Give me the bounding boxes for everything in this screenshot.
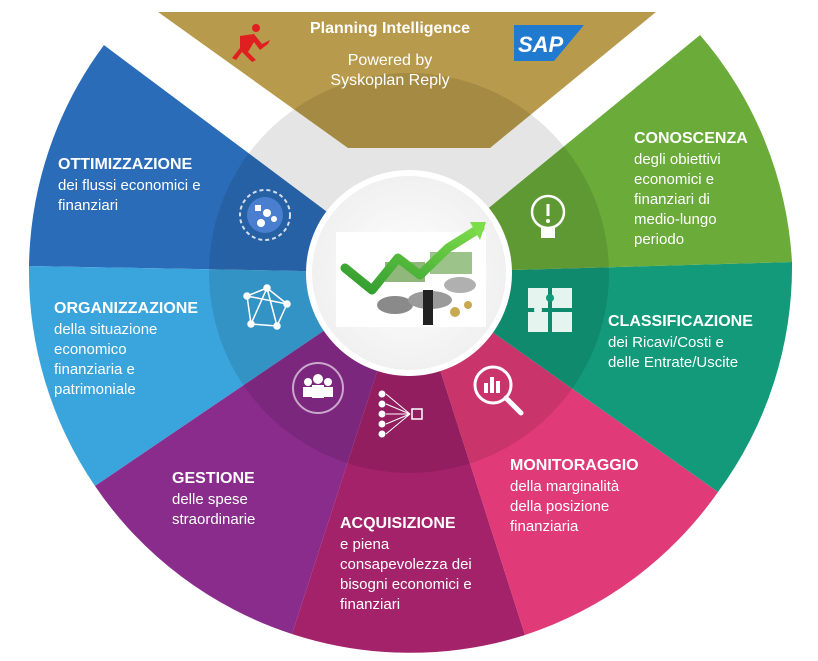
segment-title: MONITORAGGIO	[510, 457, 639, 474]
segment-title: CONOSCENZA	[634, 130, 748, 147]
segment-acquisizione	[292, 273, 525, 653]
header-title: Planning Intelligence	[309, 20, 471, 37]
segment-text-acquisizione: ACQUISIZIONE e piena consapevolezza dei …	[340, 513, 510, 615]
segment-title: CLASSIFICAZIONE	[608, 313, 753, 330]
segment-gestione	[95, 273, 409, 634]
segment-conoscenza	[409, 35, 792, 273]
segment-desc: della situazione economico finanziaria e…	[54, 321, 158, 398]
segment-text-conoscenza: CONOSCENZA degli obiettivi economici e f…	[634, 128, 784, 250]
segment-text-gestione: GESTIONE delle spese straordinarie	[172, 468, 312, 530]
segment-text-monitoraggio: MONITORAGGIO della marginalità della pos…	[510, 455, 680, 537]
segment-text-ottimizzazione: OTTIMIZZAZIONE dei flussi economici e fi…	[58, 154, 268, 216]
flow-icon	[239, 189, 291, 241]
puzzle-icon	[528, 288, 572, 332]
header-subtitle-line1: Powered by	[347, 52, 433, 69]
segment-desc: delle spese straordinarie	[172, 491, 256, 528]
magnifier-chart-icon	[473, 365, 524, 416]
svg-text:SAP: SAP	[518, 32, 564, 57]
wheel	[28, 0, 793, 653]
segment-text-classificazione: CLASSIFICAZIONE dei Ricavi/Costi e delle…	[608, 311, 788, 373]
segment-desc: degli obiettivi economici e finanziari d…	[634, 151, 721, 248]
runner-icon	[232, 24, 270, 62]
lightbulb-icon	[530, 194, 566, 238]
segment-desc: e piena consapevolezza dei bisogni econo…	[340, 536, 472, 613]
segment-title: ORGANIZZAZIONE	[54, 300, 198, 317]
segment-desc: della marginalità della posizione finanz…	[510, 478, 620, 535]
network-icon	[243, 284, 291, 330]
segment-organizzazione	[28, 266, 409, 486]
segment-classificazione	[409, 262, 793, 492]
segment-ottimizzazione	[29, 45, 409, 273]
segment-desc: dei flussi economici e finanziari	[58, 177, 201, 214]
segment-text-organizzazione: ORGANIZZAZIONE della situazione economic…	[54, 298, 224, 400]
people-icon	[292, 362, 344, 414]
segment-title: GESTIONE	[172, 470, 255, 487]
sap-logo: SAP	[514, 25, 584, 61]
segment-title: OTTIMIZZAZIONE	[58, 156, 193, 173]
funnel-icon	[378, 390, 423, 438]
header-subtitle-line2: Syskoplan Reply	[330, 72, 450, 89]
segment-desc: dei Ricavi/Costi e delle Entrate/Uscite	[608, 334, 739, 371]
growth-chart-coins-image	[336, 222, 486, 327]
segment-monitoraggio	[409, 273, 718, 635]
segment-title: ACQUISIZIONE	[340, 515, 456, 532]
